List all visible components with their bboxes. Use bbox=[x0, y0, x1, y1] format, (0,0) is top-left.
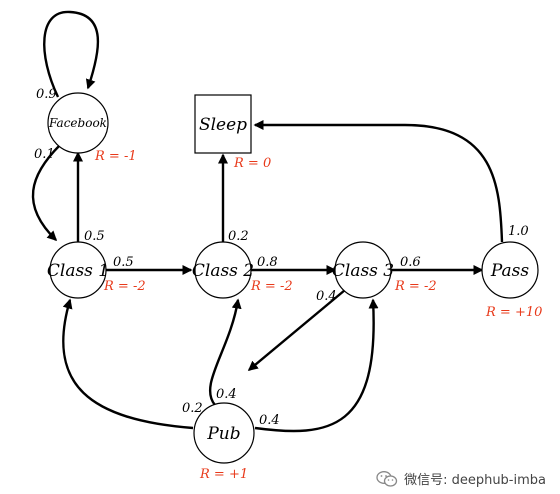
prob-class1-facebook: 0.5 bbox=[84, 229, 105, 244]
prob-class2-class3: 0.8 bbox=[257, 255, 278, 270]
prob-pub-class2: 0.4 bbox=[216, 387, 237, 402]
state-class1-node bbox=[49, 241, 107, 299]
state-pub-label: Pub bbox=[206, 424, 240, 444]
reward-class1: R = -2 bbox=[103, 279, 146, 294]
state-sleep-label: Sleep bbox=[199, 115, 247, 135]
reward-facebook: R = -1 bbox=[94, 149, 137, 164]
prob-pass-sleep: 1.0 bbox=[508, 224, 529, 239]
state-class3-label: Class 3 bbox=[332, 261, 394, 281]
state-facebook-label: Facebook bbox=[48, 116, 107, 130]
edge-pass-to-sleep bbox=[253, 120, 504, 243]
reward-pass: R = +10 bbox=[485, 305, 542, 320]
state-class3-node bbox=[334, 241, 392, 299]
edge-class3-to-pub bbox=[247, 289, 346, 371]
state-class2-node bbox=[194, 241, 252, 299]
prob-class1-class2: 0.5 bbox=[113, 255, 134, 270]
reward-sleep: R = 0 bbox=[233, 156, 271, 171]
state-class1-label: Class 1 bbox=[47, 261, 109, 281]
edge-pub-to-class1 bbox=[62, 298, 194, 430]
edge-facebook-self-loop bbox=[43, 10, 100, 98]
state-pub-node bbox=[193, 402, 255, 464]
edge-pub-to-class3 bbox=[254, 298, 379, 433]
state-pass-label: Pass bbox=[490, 261, 530, 281]
watermark: 微信号: deephub-imba bbox=[376, 469, 546, 488]
prob-facebook-class1: 0.1 bbox=[34, 147, 55, 162]
reward-pub: R = +1 bbox=[199, 467, 248, 482]
state-pass-node bbox=[481, 241, 539, 299]
prob-class3-pass: 0.6 bbox=[400, 255, 421, 270]
wechat-icon bbox=[376, 470, 398, 487]
prob-class2-sleep: 0.2 bbox=[228, 229, 249, 244]
edge-facebook-to-class1 bbox=[31, 144, 61, 242]
edge-pub-to-class2 bbox=[209, 298, 242, 406]
prob-facebook-facebook: 0.9 bbox=[36, 87, 57, 102]
prob-class3-pub: 0.4 bbox=[316, 289, 337, 304]
prob-pub-class3: 0.4 bbox=[259, 413, 280, 428]
state-facebook-node bbox=[47, 92, 109, 154]
reward-class2: R = -2 bbox=[250, 279, 293, 294]
reward-class3: R = -2 bbox=[394, 279, 437, 294]
prob-pub-class1: 0.2 bbox=[182, 401, 203, 416]
state-sleep-node bbox=[194, 94, 252, 154]
watermark-text: 微信号: deephub-imba bbox=[404, 473, 546, 488]
state-class2-label: Class 2 bbox=[192, 261, 254, 281]
